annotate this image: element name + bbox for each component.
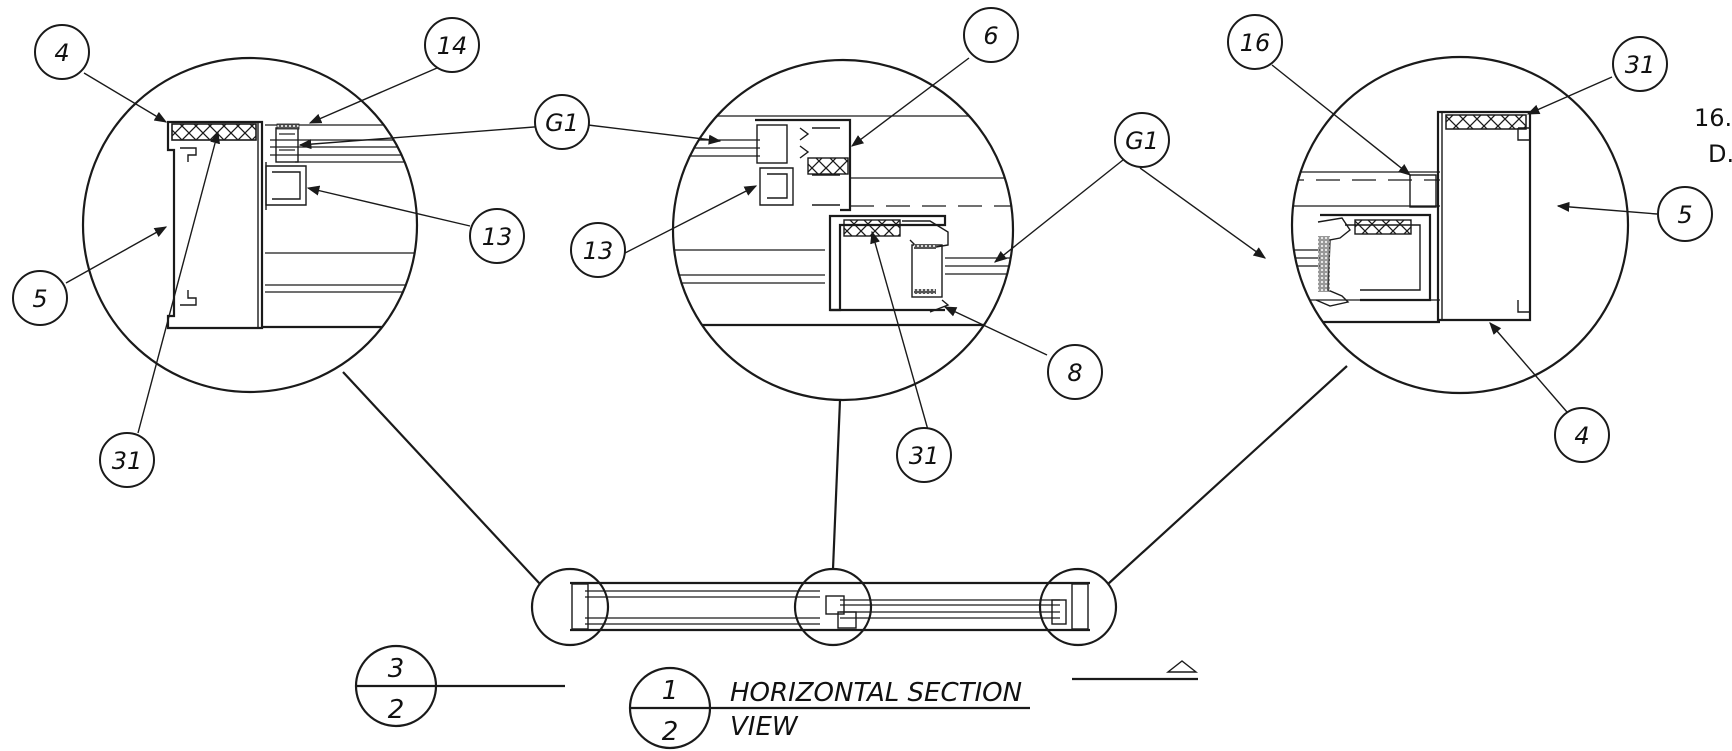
callout-g1-right: G1 — [1114, 112, 1170, 168]
callout-16: 16 — [1227, 14, 1283, 70]
leader-arrows — [65, 57, 1658, 434]
detail-connectors — [342, 365, 1348, 585]
svg-text:G1: G1 — [1125, 127, 1159, 155]
callout-13-left: 13 — [469, 208, 525, 264]
reference-marker-bottom: 2 — [388, 695, 405, 725]
title-line1: HORIZONTAL SECTION — [730, 678, 1022, 708]
svg-text:6: 6 — [983, 22, 998, 50]
edge-text-line2: D. — [1708, 140, 1732, 168]
callout-5-left: 5 — [12, 270, 68, 326]
overview-section — [530, 567, 1118, 647]
callout-5-right: 5 — [1657, 186, 1713, 242]
svg-text:4: 4 — [1574, 422, 1589, 450]
callout-31-mid: 31 — [896, 427, 952, 483]
title-block: 1 2 HORIZONTAL SECTION VIEW — [628, 660, 1199, 750]
detail-circle-middle — [671, 58, 1015, 402]
callout-31-left: 31 — [99, 432, 155, 488]
svg-text:31: 31 — [112, 447, 143, 475]
svg-text:G1: G1 — [545, 109, 579, 137]
callout-g1-left: G1 — [534, 94, 590, 150]
detail-circle-left — [81, 56, 419, 394]
reference-marker: 3 2 — [354, 644, 565, 728]
callout-13-mid: 13 — [570, 222, 626, 278]
svg-text:16: 16 — [1240, 29, 1271, 57]
reference-marker-top: 3 — [388, 654, 405, 684]
callout-4-left: 4 — [34, 24, 90, 80]
callout-31-right: 31 — [1612, 36, 1668, 92]
callout-8: 8 — [1047, 344, 1103, 400]
drawing-number: 1 — [662, 676, 679, 706]
svg-text:4: 4 — [54, 39, 69, 67]
svg-text:13: 13 — [583, 237, 614, 265]
svg-text:14: 14 — [437, 32, 468, 60]
svg-text:8: 8 — [1067, 359, 1082, 387]
svg-text:31: 31 — [1625, 51, 1656, 79]
revision-triangle — [1165, 660, 1199, 673]
title-line2: VIEW — [730, 712, 799, 742]
svg-text:5: 5 — [1677, 201, 1692, 229]
callout-14: 14 — [424, 17, 480, 73]
callout-4-right: 4 — [1554, 407, 1610, 463]
detail-circle-right — [1290, 55, 1630, 395]
svg-text:13: 13 — [482, 223, 513, 251]
edge-text-line1: 16. — [1694, 104, 1732, 132]
sheet-number: 2 — [662, 717, 679, 747]
svg-text:31: 31 — [909, 442, 940, 470]
callout-6: 6 — [963, 7, 1019, 63]
svg-text:5: 5 — [32, 285, 47, 313]
